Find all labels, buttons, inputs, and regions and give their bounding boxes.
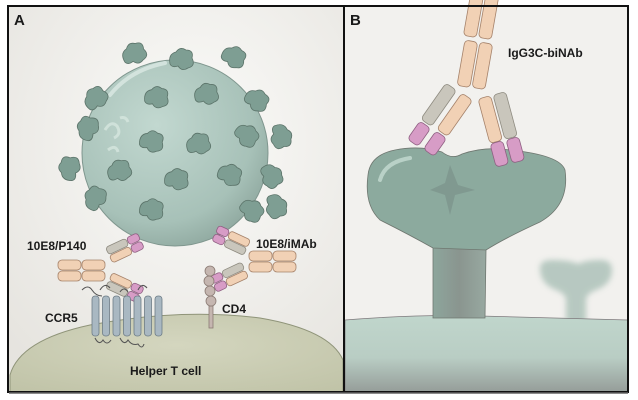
env-spike <box>260 164 284 189</box>
panel-b-letter: B <box>350 12 361 29</box>
label-ccr5: CCR5 <box>45 311 78 325</box>
env-spike <box>107 159 133 181</box>
env-spike <box>239 199 265 223</box>
env-spike-head <box>366 147 567 251</box>
antibody-10e8-imab <box>210 225 297 292</box>
ccr5-helix <box>144 295 152 337</box>
fab-arm-left <box>408 84 472 156</box>
ccr5-helix <box>112 295 121 337</box>
ccr5-helix <box>133 295 142 337</box>
viral-membrane <box>344 315 629 393</box>
env-spike <box>194 82 219 105</box>
ccr5-helix <box>102 295 110 337</box>
env-spike <box>186 132 212 155</box>
label-helper-t-cell: Helper T cell <box>130 364 201 378</box>
env-spike <box>220 46 247 69</box>
env-spike <box>216 163 243 186</box>
env-spike <box>84 185 107 212</box>
virion-texture <box>103 116 130 153</box>
env-spike <box>270 124 293 150</box>
env-spike <box>266 194 288 220</box>
env-spike <box>164 168 189 191</box>
ccr5-helices <box>91 295 163 337</box>
ccr5-receptor <box>81 284 163 348</box>
fab-arm-upper <box>212 225 251 255</box>
env-spike <box>139 130 164 153</box>
panel-b: B IgG3C-biNAb <box>344 0 629 393</box>
env-spike <box>122 42 148 64</box>
label-cd4: CD4 <box>222 302 246 316</box>
fab-arm-lower <box>105 273 144 303</box>
virion-body <box>81 59 269 247</box>
ccr5-helix <box>91 295 100 337</box>
env-spike-shadow <box>430 165 475 215</box>
fab-arm-upper <box>106 233 144 263</box>
ccr5-helix <box>154 295 163 337</box>
env-spike <box>84 85 109 111</box>
env-spike <box>234 124 260 148</box>
ccr5-loops <box>81 284 148 348</box>
antibody-10e8-p140 <box>57 233 144 303</box>
label-igg3c-binab: IgG3C-biNAb <box>508 46 583 60</box>
env-spike-head-highlight <box>378 156 412 182</box>
virion-highlight <box>108 61 167 97</box>
env-spike <box>76 115 99 142</box>
label-10e8-p140: 10E8/P140 <box>27 239 87 253</box>
figure-frame <box>7 5 629 394</box>
panel-a: A 10E8/P140 10E8/iMAb CCR5 CD4 Helper T … <box>8 6 344 393</box>
hiv-virion <box>58 42 293 247</box>
env-spike <box>139 198 164 221</box>
env-spike <box>144 86 169 109</box>
env-spike <box>58 156 81 181</box>
cd4-receptor <box>203 265 217 329</box>
background-env-spike <box>540 260 612 330</box>
antibody-igg3c-binab <box>408 0 525 167</box>
env-spikes <box>58 42 293 223</box>
ccr5-helix <box>123 295 131 337</box>
fab-arm-right <box>478 92 525 167</box>
panel-a-letter: A <box>14 12 25 29</box>
env-spike <box>243 89 270 112</box>
fc-region <box>57 259 106 282</box>
label-10e8-imab: 10E8/iMAb <box>256 237 317 251</box>
env-spike-mper <box>366 147 567 319</box>
env-spike <box>169 48 194 70</box>
fc-region <box>248 250 297 273</box>
